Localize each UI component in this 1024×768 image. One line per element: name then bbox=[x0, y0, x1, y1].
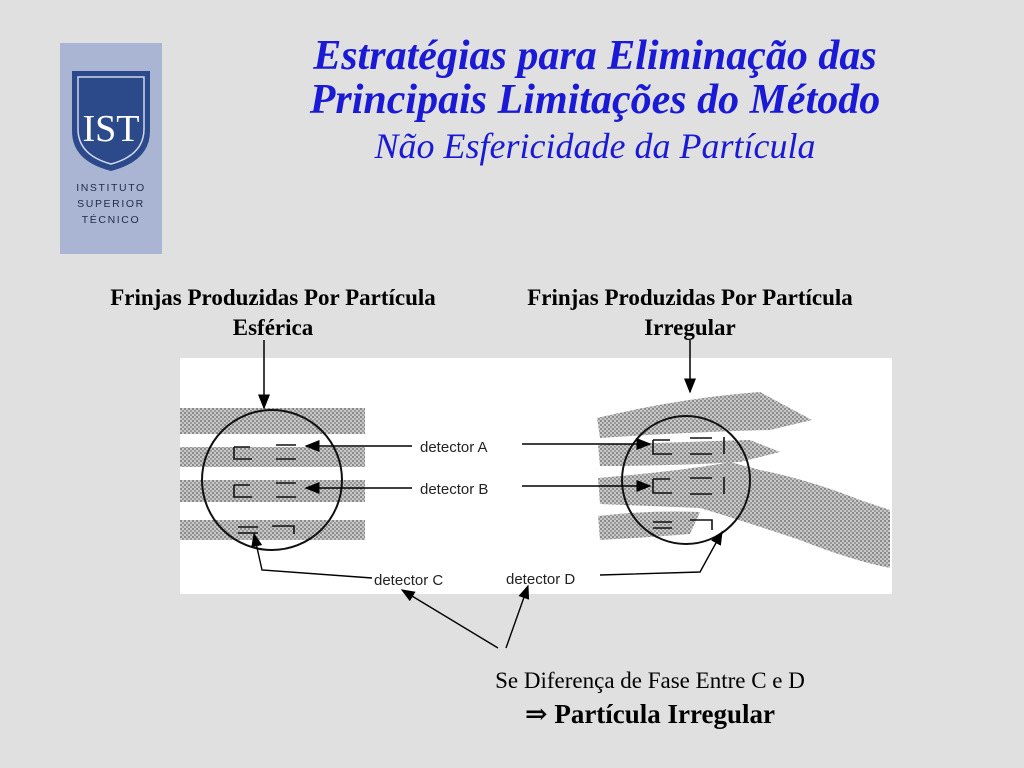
caption-spherical: Frinjas Produzidas Por Partícula Esféric… bbox=[110, 285, 436, 340]
conclusion-result: ⇒ Partícula Irregular bbox=[420, 697, 880, 731]
implies-arrow-icon: ⇒ bbox=[524, 699, 548, 729]
right-detector-marks bbox=[652, 437, 725, 530]
slide-title: Estratégias para Eliminação das Principa… bbox=[200, 34, 990, 170]
detector-a-label: detector A bbox=[420, 439, 488, 456]
conclusion-arrow-c bbox=[400, 589, 499, 649]
detector-c-leader bbox=[251, 532, 373, 579]
detector-d-label: detector D bbox=[506, 571, 575, 588]
conclusion-result-text: Partícula Irregular bbox=[554, 699, 776, 729]
ist-logo-letters: IST bbox=[83, 108, 140, 150]
ist-logo-text: INSTITUTO SUPERIOR TÉCNICO bbox=[60, 180, 162, 228]
conclusion-arrow-d bbox=[505, 584, 530, 649]
logo-line-3: TÉCNICO bbox=[81, 214, 141, 226]
irregular-particle-circle bbox=[621, 415, 751, 545]
title-line-1: Estratégias para Eliminação das bbox=[313, 33, 877, 79]
logo-line-2: SUPERIOR bbox=[77, 198, 145, 210]
title-line-2: Principais Limitações do Método bbox=[309, 77, 881, 123]
ist-shield-icon: IST bbox=[72, 71, 150, 171]
conclusion: Se Diferença de Fase Entre C e D ⇒ Partí… bbox=[420, 665, 880, 731]
detector-b-label: detector B bbox=[420, 481, 488, 498]
detector-c-label: detector C bbox=[374, 572, 443, 589]
conclusion-condition: Se Diferença de Fase Entre C e D bbox=[495, 668, 805, 693]
ist-logo: IST INSTITUTO SUPERIOR TÉCNICO bbox=[60, 43, 162, 254]
spherical-particle-circle bbox=[201, 409, 343, 551]
detector-d-leader bbox=[599, 530, 723, 576]
logo-line-1: INSTITUTO bbox=[76, 182, 146, 194]
subtitle: Não Esfericidade da Partícula bbox=[374, 126, 816, 166]
caption-irregular: Frinjas Produzidas Por Partícula Irregul… bbox=[527, 285, 853, 340]
spherical-fringes bbox=[180, 408, 365, 540]
